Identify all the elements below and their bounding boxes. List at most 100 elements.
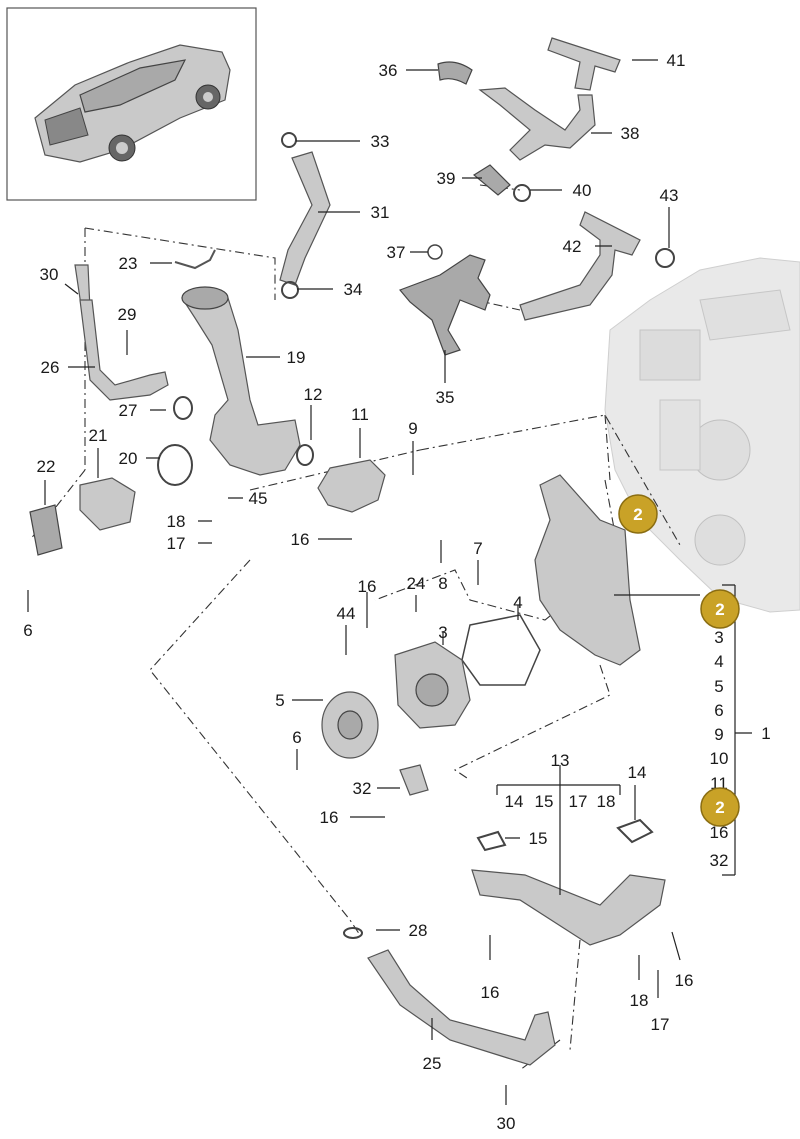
callout-17-right[interactable]: 17 [651,1015,670,1034]
part-42-pipe [519,211,641,321]
callout-42[interactable]: 42 [563,237,582,256]
part-4-gasket [461,614,541,686]
group-13-item: 15 [535,792,554,811]
part-26-pipe [79,299,169,401]
part-31-hose [279,151,331,286]
part-39-elbow [472,164,511,196]
callout-20[interactable]: 20 [119,449,138,468]
part-22-module [29,504,63,556]
part-38-hose [478,87,596,161]
callout-34[interactable]: 34 [344,280,363,299]
callout-28[interactable]: 28 [409,921,428,940]
callout-35[interactable]: 35 [436,388,455,407]
callout-5[interactable]: 5 [275,691,284,710]
callout-11[interactable]: 11 [351,405,369,424]
part-28-oring [343,927,363,939]
callout-13[interactable]: 13 [551,751,570,770]
callout-6-left[interactable]: 6 [23,621,32,640]
callout-18-right[interactable]: 18 [630,991,649,1010]
callout-16-mid[interactable]: 16 [358,577,377,596]
group-1-item: 3 [714,628,723,647]
badge-label: 2 [633,505,642,524]
group-1-item: 9 [714,725,723,744]
callout-7[interactable]: 7 [473,539,482,558]
part-37-clip [427,244,443,260]
callout-37[interactable]: 37 [387,243,406,262]
callout-29[interactable]: 29 [118,305,137,324]
callout-26[interactable]: 26 [41,358,60,377]
callout-16-low[interactable]: 16 [320,808,339,827]
part-11-housing [317,459,386,513]
callout-43[interactable]: 43 [660,186,679,205]
callout-9-top[interactable]: 9 [408,419,417,438]
callout-44[interactable]: 44 [337,604,356,623]
callout-31[interactable]: 31 [371,203,390,222]
part-36-hose [437,61,473,85]
callout-16-left[interactable]: 16 [291,530,310,549]
callout-24[interactable]: 24 [407,574,426,593]
part-15-seal [476,830,507,852]
badge-2-group-bottom[interactable]: 2 [700,787,740,827]
vehicle-thumbnail [6,7,257,201]
callout-labels: 36 41 38 33 39 40 31 43 23 30 37 42 34 2… [23,51,770,1133]
leader-lines [27,59,752,1105]
callout-45[interactable]: 45 [249,489,268,508]
part-cover-plate [534,474,641,666]
callout-3[interactable]: 3 [438,623,447,642]
group-13-item: 17 [569,792,588,811]
part-43-clamp [655,248,675,268]
callout-36[interactable]: 36 [379,61,398,80]
part-21-pump [79,477,136,531]
callout-8[interactable]: 8 [438,574,447,593]
group-1-item: 32 [710,851,729,870]
callout-22[interactable]: 22 [37,457,56,476]
part-12-oring [296,444,314,466]
callout-38[interactable]: 38 [621,124,640,143]
badge-label: 2 [715,600,724,619]
group-1-item: 6 [714,701,723,720]
group-13-items: 14 15 17 18 [505,792,616,811]
callout-15[interactable]: 15 [529,829,548,848]
part-33-clamp [281,132,297,148]
callout-23[interactable]: 23 [119,254,138,273]
engine-block [604,257,800,613]
part-40-clamp [513,184,531,202]
callout-41[interactable]: 41 [667,51,686,70]
group-1-items: 3 4 5 6 9 10 11 16 32 [710,628,729,870]
callout-18-left[interactable]: 18 [167,512,186,531]
callout-14[interactable]: 14 [628,763,647,782]
callout-27[interactable]: 27 [119,401,138,420]
callout-25[interactable]: 25 [423,1054,442,1073]
part-41-tee [547,37,621,91]
callout-16-pipe[interactable]: 16 [481,983,500,1002]
group-1-item: 16 [710,823,729,842]
group-13-item: 18 [597,792,616,811]
callout-12[interactable]: 12 [304,385,323,404]
badge-2-group-top[interactable]: 2 [700,589,740,629]
callout-21[interactable]: 21 [89,426,108,445]
callout-19[interactable]: 19 [287,348,306,367]
callout-32[interactable]: 32 [353,779,372,798]
group-1-item: 5 [714,677,723,696]
part-5-pulley [321,691,379,759]
part-32-bracket [399,764,429,796]
callout-16-right[interactable]: 16 [675,971,694,990]
callout-33[interactable]: 33 [371,132,390,151]
part-13-pipe-assembly [471,869,666,946]
callout-4[interactable]: 4 [513,593,522,612]
callout-30-bottom[interactable]: 30 [497,1114,516,1133]
callout-6-mid[interactable]: 6 [292,728,301,747]
part-25-pipe [367,949,556,1066]
callout-39[interactable]: 39 [437,169,456,188]
callout-30-top[interactable]: 30 [40,265,59,284]
callout-40[interactable]: 40 [573,181,592,200]
group-1-item: 10 [710,749,729,768]
callout-17-left[interactable]: 17 [167,534,186,553]
badge-2-cover[interactable]: 2 [618,494,658,534]
part-35-hose [398,254,491,356]
part-14-seal [616,818,654,844]
part-19-filler-neck [181,286,301,476]
group-13-item: 14 [505,792,524,811]
part-23-clip [174,249,216,270]
callout-1[interactable]: 1 [761,724,770,743]
